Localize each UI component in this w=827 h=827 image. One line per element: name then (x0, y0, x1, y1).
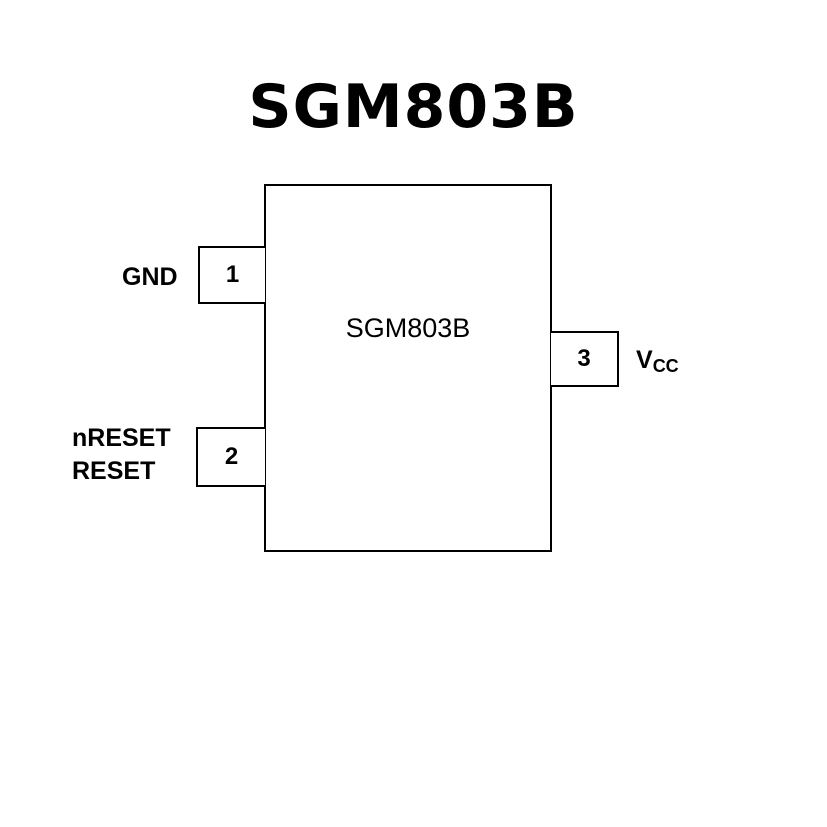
pin-2-number: 2 (224, 443, 239, 470)
chip-label: SGM803B (345, 313, 471, 343)
diagram-title: SGM803B (248, 72, 579, 142)
pin-3-signal-main: V (636, 346, 653, 374)
pin-1-number: 1 (225, 261, 240, 288)
pin-2-signal-line-2: RESET (72, 457, 156, 485)
pin-1: 1 (198, 246, 265, 304)
pin-3: 3 (551, 331, 619, 387)
pin-3-signal-label: VCC (636, 344, 679, 383)
pin-2-signal-line-1: nRESET (72, 424, 171, 452)
pin-2: 2 (196, 427, 265, 487)
pin-1-signal-label: GND (122, 263, 178, 291)
pin-2-signal-label: nRESET RESET (72, 422, 171, 488)
pin-3-signal-subscript: CC (652, 356, 679, 376)
pin-3-number: 3 (577, 345, 591, 372)
chip-body (264, 184, 552, 552)
